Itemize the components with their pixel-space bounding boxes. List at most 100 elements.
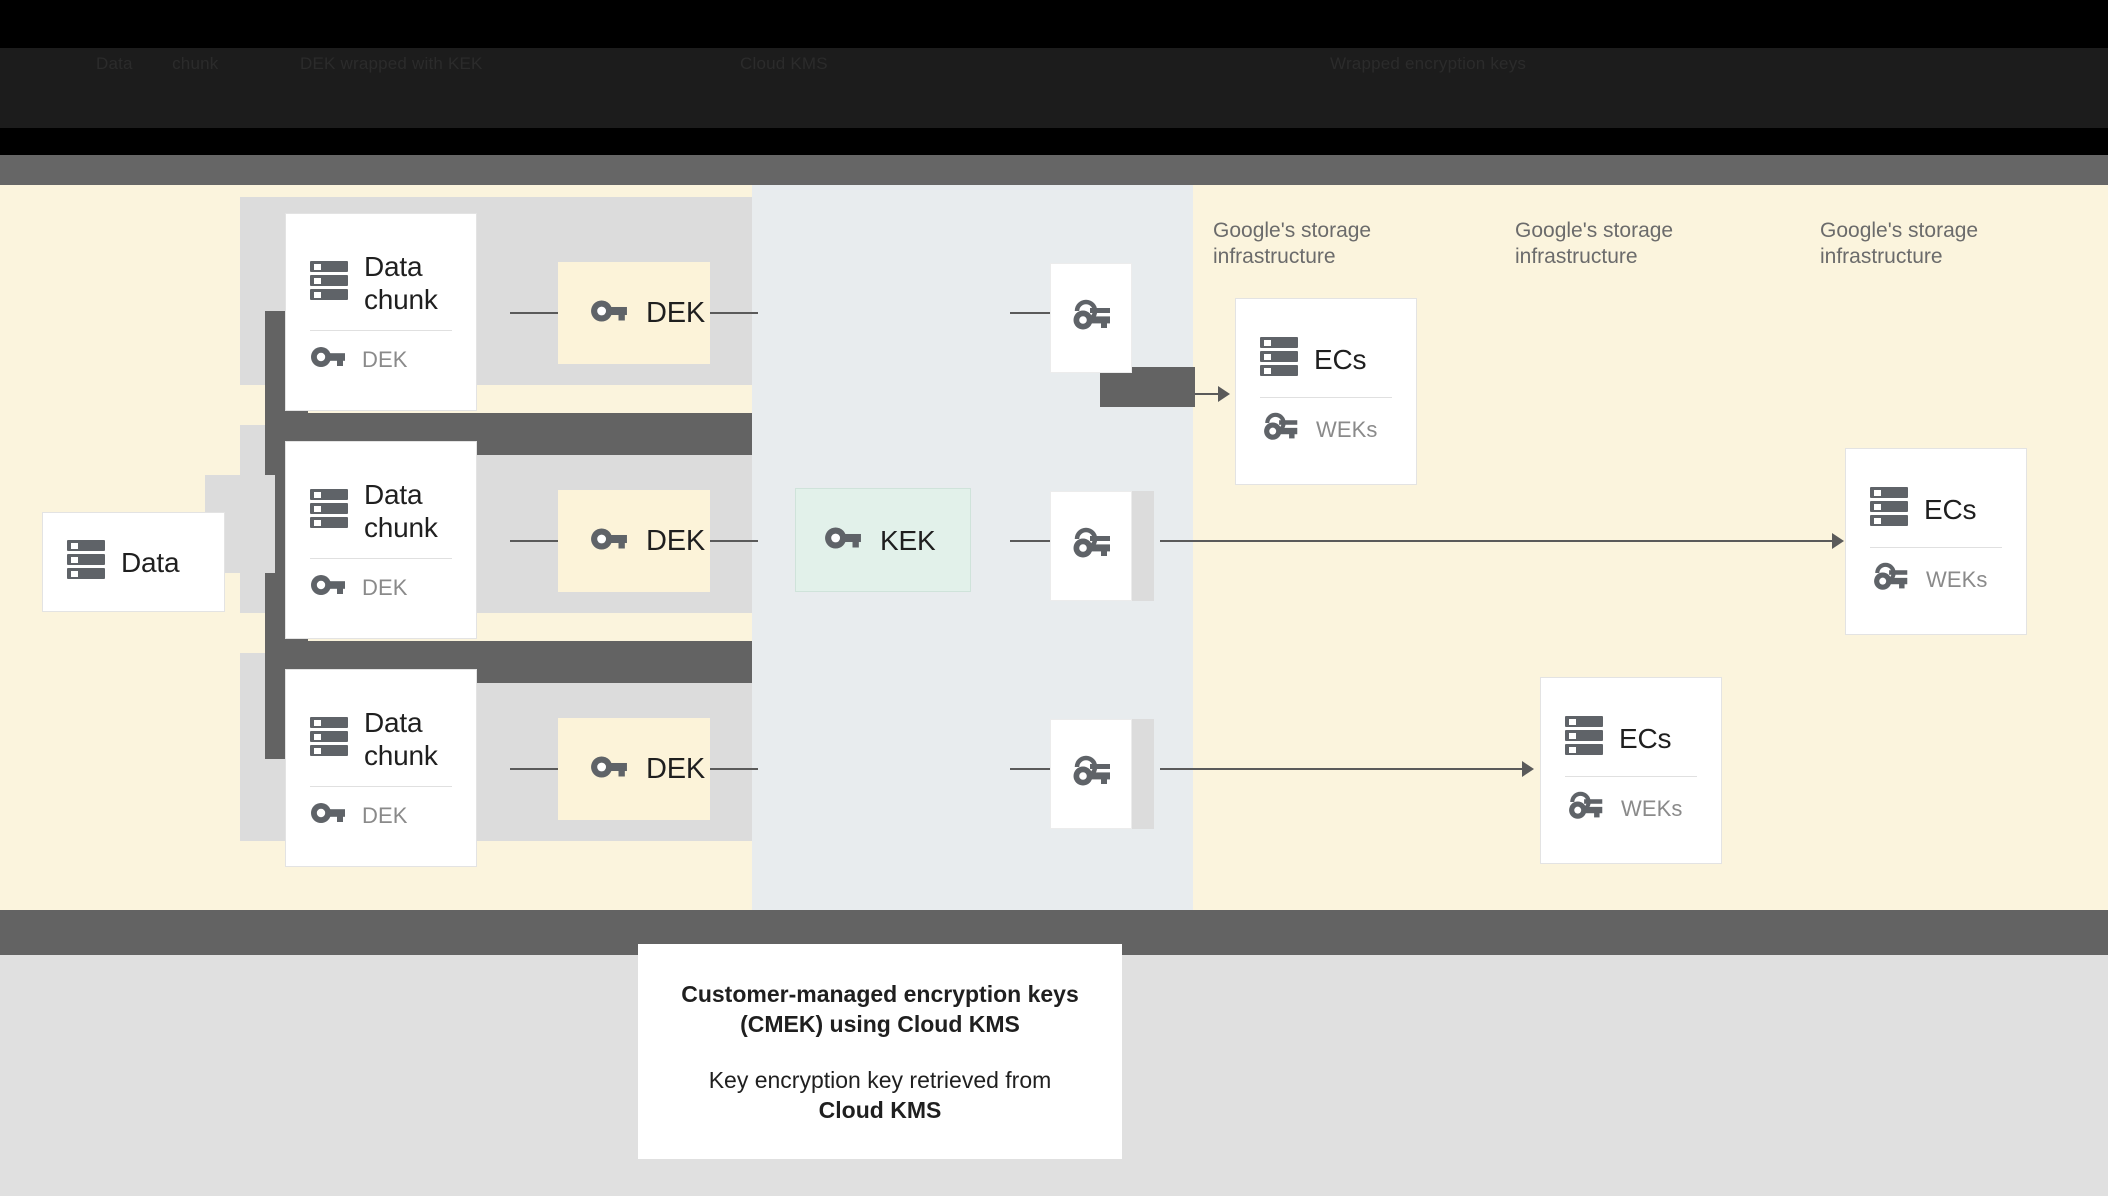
ecs-row-3: ECs [1541,715,1721,762]
storage-icon [310,260,348,307]
card-ecs-3[interactable]: ECs WEKs [1540,677,1722,864]
key-icon [310,345,346,374]
card-data-chunk-3[interactable]: Data chunk DEK [285,669,477,867]
card-divider [1565,775,1697,777]
wrapped-key-icon [1069,527,1113,566]
line-chunk2-dek [510,540,558,542]
ecs-key-row-1: WEKs [1236,412,1416,448]
line-kek-wrapped3 [1010,768,1050,770]
ecs-key-label-1: WEKs [1316,416,1378,442]
source-label: Data [121,546,180,578]
storage-icon [67,539,105,586]
chunk-title-3: Data chunk [364,707,438,771]
card-ecs-1[interactable]: ECs WEKs [1235,298,1417,485]
ecs-key-row-3: WEKs [1541,791,1721,827]
ecs-key-row-2: WEKs [1846,562,2026,598]
card-divider [310,786,452,787]
source-row: Data [43,539,224,586]
chunk-row-2: Data chunk [286,478,476,544]
caption-line-1: Key encryption key retrieved from [708,1066,1052,1093]
diagram-body: Data Data chunk [0,185,2108,910]
storage-icon [310,488,348,535]
wrapped-key-icon [1260,412,1300,448]
key-icon [310,573,346,602]
arrowhead-ecs-1 [1218,386,1230,402]
wrapped-key-icon [1870,562,1910,598]
caption-line-2: Cloud KMS [818,1096,942,1123]
card-divider [1260,396,1392,398]
chunk-row-3: Data chunk [286,706,476,772]
dek-label-3: DEK [646,752,706,785]
infra-label-1: Google's storage infrastructure [1213,219,1372,268]
storage-icon [1565,715,1603,762]
dek-label-1: DEK [646,296,706,329]
banner-text-2: DEK wrapped with KEK [300,54,483,73]
line-wrapped3-ecs [1160,768,1530,770]
line-chunk3-dek [510,768,558,770]
chunk-title-1: Data chunk [364,251,438,315]
line-dek3-out [708,768,758,770]
key-icon [590,298,628,329]
line-kek-wrapped2 [1010,540,1050,542]
box-dek-1[interactable]: DEK [558,262,710,364]
key-icon [590,754,628,785]
storage-icon [1870,486,1908,533]
box-kek[interactable]: KEK [795,488,971,592]
key-icon [590,526,628,557]
card-divider [310,330,452,331]
arrowhead-ecs-3 [1522,761,1534,777]
chunk-key-row-3: DEK [286,801,476,830]
storage-icon [310,716,348,763]
chunk-key-label-2: DEK [362,574,408,600]
arrowhead-ecs-2 [1832,533,1844,549]
card-data-source[interactable]: Data [42,512,225,612]
ecs-key-label-2: WEKs [1926,566,1988,592]
caption-box: Customer-managed encryption keys (CMEK) … [638,944,1122,1159]
storage-icon [1260,336,1298,383]
line-wrapped2-ecs [1160,540,1840,542]
card-wrapped-key-2[interactable] [1050,491,1132,601]
ecs-title-2: ECs [1924,493,1977,525]
wrapped-key-icon [1069,299,1113,338]
caption-body: Key encryption key retrieved from Cloud … [709,1065,1052,1125]
card-wrapped-key-3[interactable] [1050,719,1132,829]
banner-text-3: Cloud KMS [740,54,828,73]
ecs-row-1: ECs [1236,336,1416,383]
line-chunk1-dek [510,312,558,314]
line-dek2-out [708,540,758,542]
chunk-title-2: Data chunk [364,479,438,543]
line-kek-wrapped1 [1010,312,1050,314]
top-divider-band [0,155,2108,185]
ecs-key-label-3: WEKs [1621,795,1683,821]
chunk-key-row-2: DEK [286,573,476,602]
card-wrapped-key-1[interactable] [1050,263,1132,373]
box-dek-2[interactable]: DEK [558,490,710,592]
card-ecs-2[interactable]: ECs WEKs [1845,448,2027,635]
wrapped-key-icon [1069,755,1113,794]
key-icon [824,525,862,556]
banner-text-1: Data chunk [96,54,219,73]
card-divider [1870,546,2002,548]
caption-title: Customer-managed encryption keys (CMEK) … [681,980,1079,1037]
ecs-title-1: ECs [1314,343,1367,375]
dek-label-2: DEK [646,524,706,557]
line-dek1-out [708,312,758,314]
box-dek-3[interactable]: DEK [558,718,710,820]
chunk-key-row-1: DEK [286,345,476,374]
key-icon [310,801,346,830]
ecs-row-2: ECs [1846,486,2026,533]
top-banner: Data chunk DEK wrapped with KEK Cloud KM… [0,0,2108,155]
infra-label-2: Google's storage infrastructure [1515,219,1674,268]
kek-label: KEK [880,524,936,556]
infra-label-3: Google's storage infrastructure [1820,219,1979,268]
chunk-key-label-1: DEK [362,346,408,372]
banner-text-band [0,48,2108,128]
ecs-title-3: ECs [1619,722,1672,754]
card-data-chunk-1[interactable]: Data chunk DEK [285,213,477,411]
chunk-row-1: Data chunk [286,250,476,316]
redaction-block-small [1100,367,1195,407]
card-data-chunk-2[interactable]: Data chunk DEK [285,441,477,639]
wrapped-key-icon [1565,791,1605,827]
banner-text-4: Wrapped encryption keys [1330,54,1527,73]
